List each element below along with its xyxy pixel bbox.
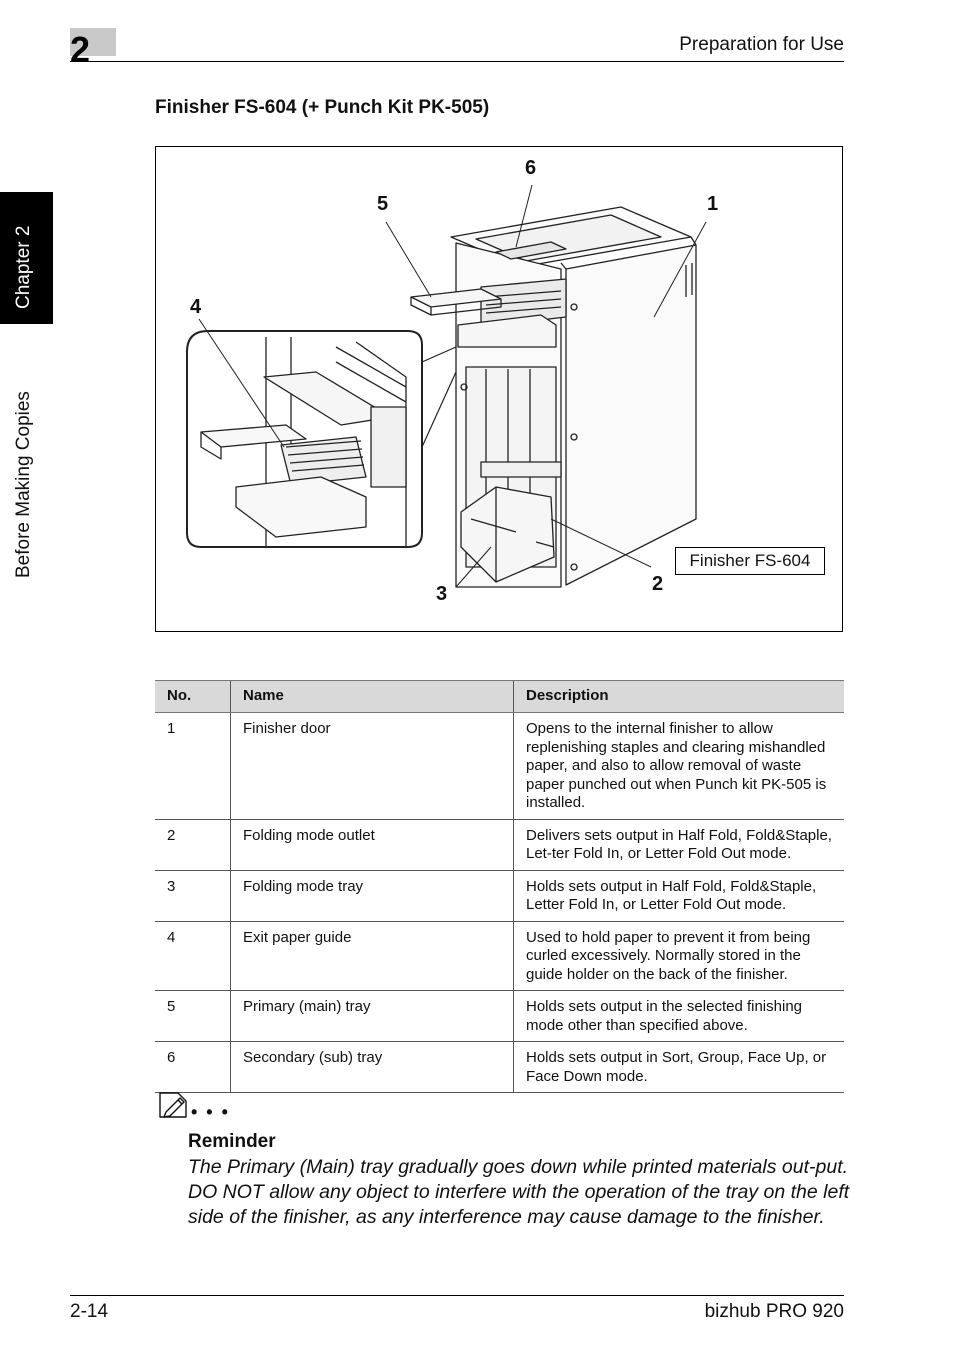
row-no: 5: [155, 990, 231, 1042]
column-header-description: Description: [513, 680, 844, 713]
row-description: Used to hold paper to prevent it from be…: [513, 921, 844, 991]
table-row: 3 Folding mode tray Holds sets output in…: [155, 870, 844, 922]
footer-page-number: 2-14: [70, 1301, 109, 1322]
row-no: 3: [155, 870, 231, 922]
row-no: 6: [155, 1041, 231, 1093]
row-description: Opens to the internal finisher to allow …: [513, 712, 844, 820]
reminder-dots: • • •: [191, 1102, 230, 1122]
callout-5: 5: [377, 193, 389, 215]
row-name: Secondary (sub) tray: [230, 1041, 514, 1093]
table-row: 2 Folding mode outlet Delivers sets outp…: [155, 819, 844, 871]
callout-leader-lines: [198, 184, 707, 588]
pencil-icon: [159, 1092, 187, 1118]
table-row: 6 Secondary (sub) tray Holds sets output…: [155, 1041, 844, 1093]
finisher-figure: 6 5 1 4 3 2 Finisher FS-604: [155, 146, 843, 632]
row-name: Primary (main) tray: [230, 990, 514, 1042]
reminder-text: The Primary (Main) tray gradually goes d…: [188, 1156, 850, 1228]
row-description: Holds sets output in the selected finish…: [513, 990, 844, 1042]
footer-product-name: bizhub PRO 920: [704, 1301, 844, 1322]
table-row: 5 Primary (main) tray Holds sets output …: [155, 990, 844, 1042]
side-tab-section-label: Before Making Copies: [13, 391, 34, 578]
callout-2: 2: [652, 573, 664, 595]
reminder-title: Reminder: [188, 1131, 276, 1152]
callout-4: 4: [190, 296, 202, 318]
figure-caption: Finisher FS-604: [675, 547, 825, 575]
table-row: 1 Finisher door Opens to the internal fi…: [155, 712, 844, 820]
row-description: Holds sets output in Half Fold, Fold&Sta…: [513, 870, 844, 922]
row-name: Exit paper guide: [230, 921, 514, 991]
inset-zoom-view: [186, 330, 457, 548]
row-name: Folding mode tray: [230, 870, 514, 922]
column-header-no: No.: [155, 680, 231, 713]
side-tab-chapter-label: Chapter 2: [13, 225, 34, 309]
primary-tray: [410, 288, 557, 348]
row-no: 2: [155, 819, 231, 871]
header-divider: [70, 61, 844, 62]
row-no: 1: [155, 712, 231, 820]
footer-divider: [70, 1295, 844, 1296]
chapter-side-tab: [0, 192, 53, 324]
header-title: Preparation for Use: [679, 34, 844, 55]
chapter-number-box: [70, 28, 116, 56]
callout-1: 1: [707, 193, 719, 215]
callout-3: 3: [436, 583, 448, 605]
row-name: Folding mode outlet: [230, 819, 514, 871]
chapter-number: 2: [70, 29, 91, 70]
table-row: 4 Exit paper guide Used to hold paper to…: [155, 921, 844, 991]
row-description: Holds sets output in Sort, Group, Face U…: [513, 1041, 844, 1093]
finisher-illustration: [186, 184, 707, 588]
folding-mode-tray: [460, 461, 562, 583]
callout-6: 6: [525, 157, 537, 179]
row-name: Finisher door: [230, 712, 514, 820]
table-header-row: No. Name Description: [155, 680, 844, 713]
row-description: Delivers sets output in Half Fold, Fold&…: [513, 819, 844, 871]
column-header-name: Name: [230, 680, 514, 713]
parts-table: No. Name Description 1 Finisher door Ope…: [155, 680, 844, 1093]
row-no: 4: [155, 921, 231, 991]
section-title: Finisher FS-604 (+ Punch Kit PK-505): [155, 97, 490, 118]
